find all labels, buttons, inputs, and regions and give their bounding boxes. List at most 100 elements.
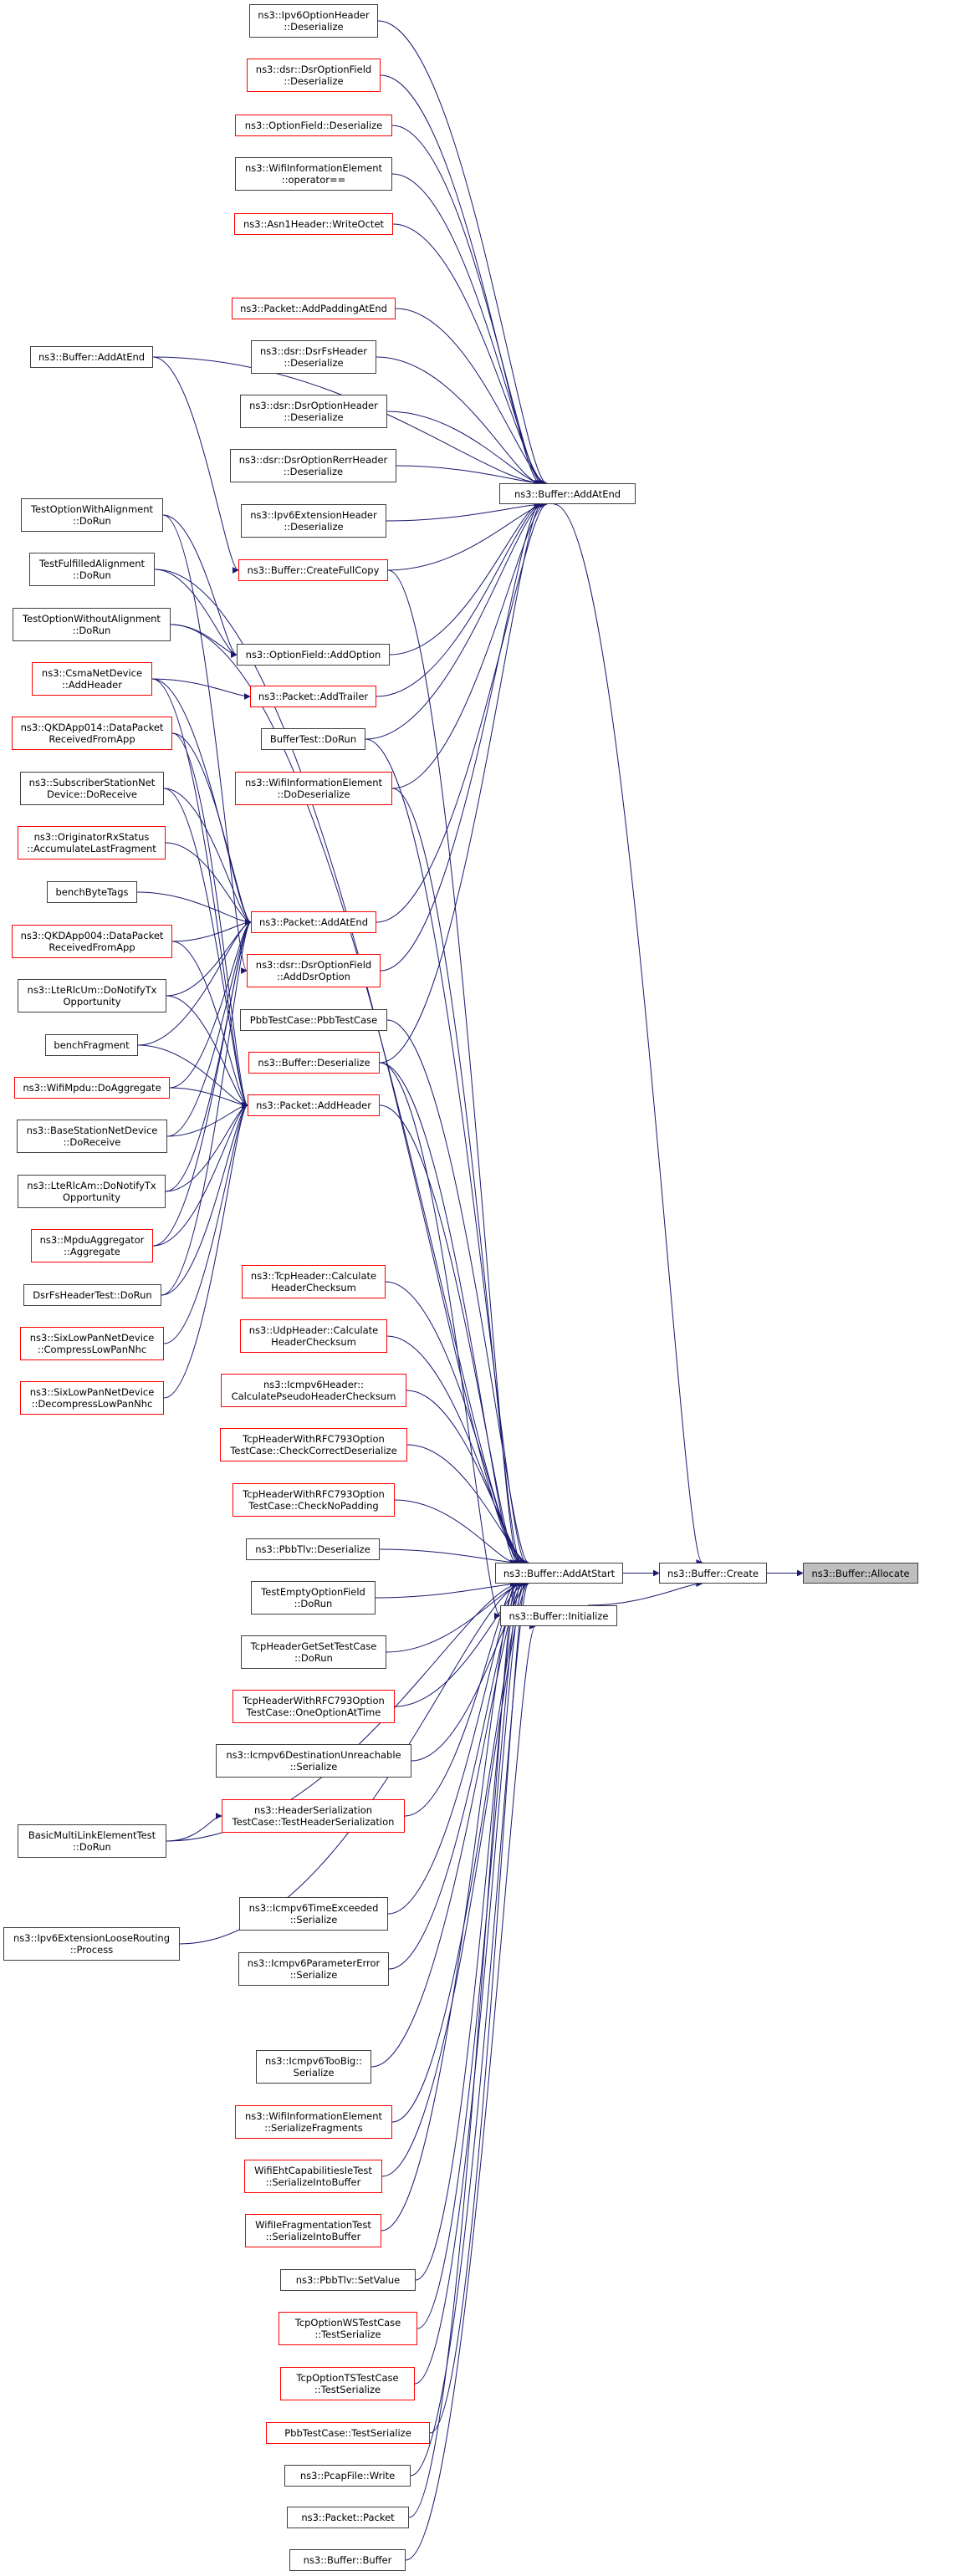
node-l8[interactable]: ns3::OriginatorRxStatus ::AccumulateLast… [18, 826, 166, 860]
edge-m10-to-addatend [386, 501, 546, 522]
node-m13[interactable]: ns3::Packet::AddTrailer [250, 686, 376, 707]
node-m24[interactable]: TcpHeaderWithRFC793Option TestCase::Chec… [220, 1428, 407, 1461]
edge-l7-to-m16 [163, 788, 252, 926]
node-m30[interactable]: ns3::Icmpv6DestinationUnreachable ::Seri… [216, 1744, 411, 1778]
node-m15[interactable]: ns3::WifiInformationElement ::DoDeserial… [235, 772, 392, 805]
node-addatend[interactable]: ns3::Buffer::AddAtEnd [499, 483, 636, 504]
edge-l8-to-m16 [165, 842, 252, 926]
node-m20[interactable]: ns3::Packet::AddHeader [248, 1094, 380, 1116]
node-m8[interactable]: ns3::dsr::DsrOptionHeader ::Deserialize [240, 395, 387, 428]
node-l16[interactable]: ns3::MpduAggregator ::Aggregate [31, 1229, 153, 1262]
node-l19[interactable]: ns3::SixLowPanNetDevice ::DecompressLowP… [20, 1381, 164, 1415]
edge-m15-to-addatend [391, 501, 546, 789]
node-l5[interactable]: ns3::CsmaNetDevice ::AddHeader [32, 662, 152, 696]
node-m22[interactable]: ns3::UdpHeader::Calculate HeaderChecksum [240, 1319, 387, 1353]
node-m32[interactable]: ns3::Icmpv6TimeExceeded ::Serialize [239, 1897, 388, 1931]
node-m35[interactable]: ns3::WifiInformationElement ::SerializeF… [235, 2105, 392, 2139]
edge-m26-to-addatstart [379, 1548, 519, 1566]
node-m5[interactable]: ns3::Asn1Header::WriteOctet [234, 213, 393, 235]
node-l6[interactable]: ns3::QKDApp014::DataPacket ReceivedFromA… [12, 717, 172, 750]
node-m33[interactable]: ns3::Icmpv6ParameterError ::Serialize [238, 1952, 389, 1986]
edge-m25-to-addatstart [394, 1499, 517, 1566]
node-m43[interactable]: ns3::Packet::Packet [287, 2507, 409, 2528]
edge-m19-to-initialize [379, 1062, 501, 1620]
node-l9[interactable]: benchByteTags [47, 881, 137, 903]
node-m31[interactable]: ns3::HeaderSerialization TestCase::TestH… [222, 1799, 405, 1833]
node-m12[interactable]: ns3::OptionField::AddOption [237, 644, 390, 666]
node-l14[interactable]: ns3::BaseStationNetDevice ::DoReceive [17, 1120, 167, 1153]
node-l18[interactable]: ns3::SixLowPanNetDevice ::CompressLowPan… [20, 1327, 164, 1360]
edge-m39-to-addatstart [417, 1580, 522, 2329]
node-l12[interactable]: benchFragment [45, 1034, 138, 1056]
node-allocate[interactable]: ns3::Buffer::Allocate [803, 1563, 918, 1584]
node-m23[interactable]: ns3::Icmpv6Header:: CalculatePseudoHeade… [221, 1374, 406, 1407]
node-m1[interactable]: ns3::Ipv6OptionHeader ::Deserialize [249, 4, 378, 38]
node-m41[interactable]: PbbTestCase::TestSerialize [266, 2422, 430, 2444]
node-m36[interactable]: WifiEhtCapabilitiesIeTest ::SerializeInt… [244, 2160, 382, 2193]
node-l20[interactable]: BasicMultiLinkElementTest ::DoRun [18, 1824, 166, 1858]
node-l2[interactable]: TestOptionWithAlignment ::DoRun [21, 498, 163, 532]
node-m27[interactable]: TestEmptyOptionField ::DoRun [251, 1581, 376, 1614]
node-m26[interactable]: ns3::PbbTlv::Deserialize [246, 1538, 380, 1560]
edge-m44-to-initialize [405, 1623, 536, 2561]
edge-m42-to-addatstart [410, 1580, 529, 2477]
node-m34[interactable]: ns3::Icmpv6TooBig:: Serialize [256, 2050, 371, 2084]
node-m16[interactable]: ns3::Packet::AddAtEnd [251, 911, 376, 933]
edge-l6-to-m20 [171, 732, 248, 1109]
edge-l13-to-m16 [169, 919, 252, 1089]
edge-m14-to-addatstart [365, 738, 527, 1566]
edge-m24-to-addatstart [406, 1444, 529, 1566]
node-m28[interactable]: TcpHeaderGetSetTestCase ::DoRun [241, 1635, 386, 1669]
edge-l16-to-m16 [152, 919, 252, 1247]
edge-initialize-to-create [587, 1580, 703, 1606]
edge-l2-to-m17 [162, 514, 248, 974]
edge-l4-to-m12 [170, 624, 238, 658]
edge-m7-to-addatend [376, 356, 541, 487]
node-m2[interactable]: ns3::dsr::DsrOptionField ::Deserialize [247, 59, 381, 92]
node-l17[interactable]: DsrFsHeaderTest::DoRun [23, 1284, 161, 1306]
node-m42[interactable]: ns3::PcapFile::Write [284, 2465, 411, 2487]
node-m40[interactable]: TcpOptionTSTestCase ::TestSerialize [280, 2367, 415, 2400]
node-m9[interactable]: ns3::dsr::DsrOptionRerrHeader ::Deserial… [230, 449, 396, 482]
node-m11[interactable]: ns3::Buffer::CreateFullCopy [238, 559, 388, 581]
node-m44[interactable]: ns3::Buffer::Buffer [289, 2549, 406, 2571]
node-m37[interactable]: WifiIeFragmentationTest ::SerializeIntoB… [245, 2214, 381, 2247]
node-l11[interactable]: ns3::LteRlcUm::DoNotifyTx Opportunity [18, 979, 166, 1013]
node-m21[interactable]: ns3::TcpHeader::Calculate HeaderChecksum [242, 1265, 386, 1298]
node-l3[interactable]: TestFulfilledAlignment ::DoRun [29, 553, 155, 586]
node-m38[interactable]: ns3::PbbTlv::SetValue [280, 2269, 416, 2291]
node-l21[interactable]: ns3::Ipv6ExtensionLooseRouting ::Process [3, 1927, 180, 1961]
edge-m15-to-addatstart [391, 788, 522, 1566]
node-m7[interactable]: ns3::dsr::DsrFsHeader ::Deserialize [251, 340, 376, 374]
node-l13[interactable]: ns3::WifiMpdu::DoAggregate [14, 1077, 170, 1099]
edge-m41-to-addatstart [429, 1580, 527, 2434]
node-m14[interactable]: BufferTest::DoRun [261, 728, 365, 750]
node-m6[interactable]: ns3::Packet::AddPaddingAtEnd [232, 298, 396, 319]
edge-m9-to-addatend [396, 465, 544, 487]
edge-l10-to-m20 [171, 941, 248, 1109]
node-addatstart[interactable]: ns3::Buffer::AddAtStart [495, 1563, 623, 1584]
node-l10[interactable]: ns3::QKDApp004::DataPacket ReceivedFromA… [12, 925, 172, 958]
node-m10[interactable]: ns3::Ipv6ExtensionHeader ::Deserialize [241, 504, 386, 538]
edge-m1-to-addatend [377, 20, 548, 487]
node-m3[interactable]: ns3::OptionField::Deserialize [235, 115, 392, 136]
node-l1[interactable]: ns3::Buffer::AddAtEnd [30, 346, 153, 368]
node-l15[interactable]: ns3::LteRlcAm::DoNotifyTx Opportunity [18, 1175, 166, 1208]
node-m17[interactable]: ns3::dsr::DsrOptionField ::AddDsrOption [247, 954, 381, 987]
node-m39[interactable]: TcpOptionWSTestCase ::TestSerialize [279, 2312, 417, 2345]
node-initialize[interactable]: ns3::Buffer::Initialize [500, 1605, 617, 1626]
node-m4[interactable]: ns3::WifiInformationElement ::operator== [235, 157, 392, 191]
node-m19[interactable]: ns3::Buffer::Deserialize [248, 1052, 380, 1074]
node-create[interactable]: ns3::Buffer::Create [659, 1563, 767, 1584]
node-l7[interactable]: ns3::SubscriberStationNet Device::DoRece… [20, 772, 164, 805]
node-m25[interactable]: TcpHeaderWithRFC793Option TestCase::Chec… [233, 1483, 395, 1517]
edge-l4-to-addatstart [170, 624, 527, 1566]
edge-m12-to-addatend [389, 501, 541, 655]
edge-m13-to-addatend [376, 501, 543, 697]
edge-m11-to-addatend [387, 501, 548, 571]
node-m18[interactable]: PbbTestCase::PbbTestCase [240, 1009, 387, 1031]
node-m29[interactable]: TcpHeaderWithRFC793Option TestCase::OneO… [233, 1690, 395, 1723]
node-l4[interactable]: TestOptionWithoutAlignment ::DoRun [13, 608, 171, 641]
edge-m5-to-addatend [392, 223, 546, 487]
